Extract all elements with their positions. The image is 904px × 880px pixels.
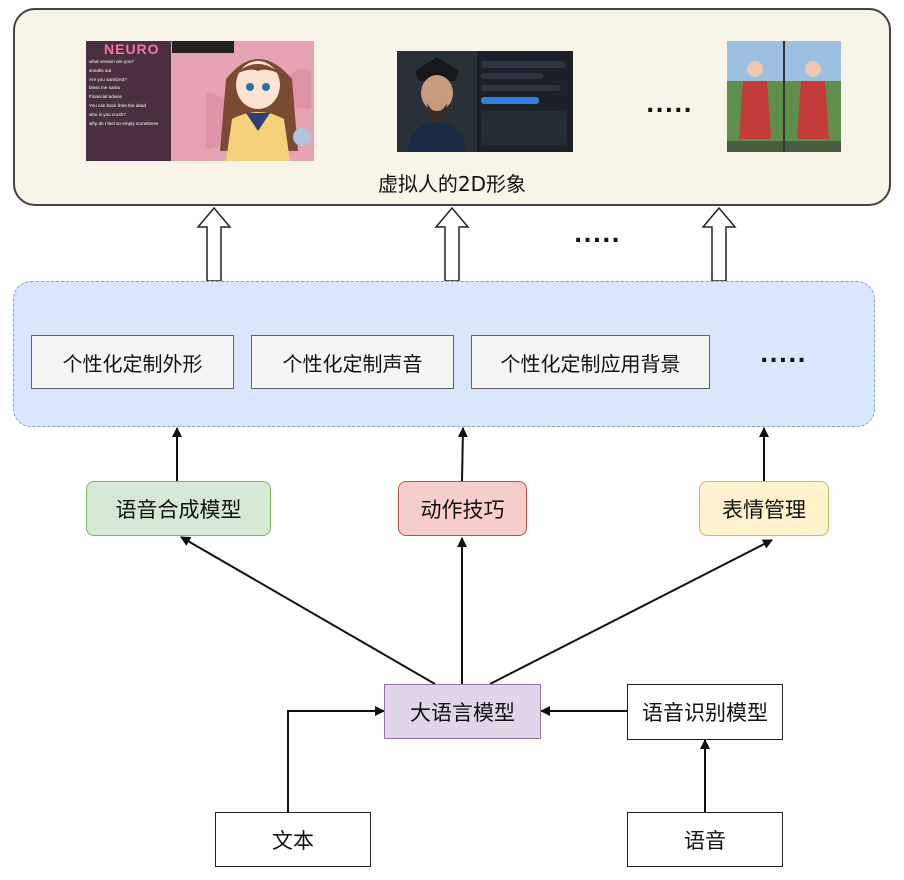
- chat-line: who is you crush?: [89, 111, 126, 117]
- hollow-arrow-left: [196, 206, 232, 282]
- expression-management-box: 表情管理: [699, 481, 829, 536]
- avatar-screenshot-historical-chat: [397, 51, 573, 152]
- stream-chat: what version are you? sneaks out Are you…: [89, 58, 171, 128]
- expression-management-label: 表情管理: [722, 497, 806, 522]
- custom-background-label: 个性化定制应用背景: [500, 351, 681, 376]
- llm-box: 大语言模型: [384, 684, 541, 739]
- chat-line: what version are you?: [89, 59, 134, 64]
- avatar-screenshot-costume-live: [727, 41, 841, 152]
- historical-figure-avatar: [397, 51, 477, 152]
- text-input-label: 文本: [272, 828, 314, 853]
- tts-model-box: 语音合成模型: [86, 481, 271, 536]
- arrow-row-ellipsis: .....: [574, 223, 621, 248]
- customization-ellipsis: .....: [760, 343, 807, 368]
- llm-label: 大语言模型: [410, 700, 515, 725]
- custom-appearance-label: 个性化定制外形: [62, 351, 203, 376]
- custom-background-box: 个性化定制应用背景: [471, 335, 710, 389]
- hollow-arrow-right: [701, 206, 737, 282]
- arrow-llm-tts: [180, 536, 436, 685]
- speech-input-label: 语音: [684, 828, 726, 853]
- motion-skill-box: 动作技巧: [398, 481, 527, 536]
- arrow-llm-expression: [489, 539, 773, 685]
- text-input-box: 文本: [215, 812, 371, 867]
- custom-voice-label: 个性化定制声音: [282, 351, 423, 376]
- arrow-motion-up: [457, 427, 468, 482]
- custom-voice-box: 个性化定制声音: [251, 335, 454, 389]
- chat-line: sneaks out: [89, 67, 112, 73]
- anime-girl-avatar: [206, 59, 311, 161]
- chat-line: You can back from the dead: [89, 102, 147, 108]
- chat-line: bless me sama: [89, 85, 120, 91]
- motion-skill-label: 动作技巧: [420, 497, 505, 522]
- tts-model-label: 语音合成模型: [115, 497, 242, 522]
- arrow-text-llm: [287, 706, 385, 812]
- asr-model-box: 语音识别模型: [627, 684, 783, 740]
- custom-appearance-box: 个性化定制外形: [31, 335, 234, 389]
- avatar-screenshot-anime-streamer: NEURO what version are you? sneaks out A…: [86, 41, 314, 161]
- neuro-logo: NEURO: [104, 41, 160, 57]
- hollow-arrow-center: [434, 206, 470, 282]
- speech-input-box: 语音: [627, 812, 783, 867]
- avatar-2d-caption: 虚拟人的2D形象: [377, 172, 527, 196]
- costume-figures-avatar: [727, 41, 841, 152]
- chat-line: why do I feel so empty sometimes: [89, 120, 159, 126]
- chat-line: Are you sanitized?: [89, 76, 127, 82]
- top-panel-ellipsis: .....: [646, 93, 693, 118]
- chat-line: Financial advice: [89, 94, 122, 100]
- asr-model-label: 语音识别模型: [642, 701, 768, 725]
